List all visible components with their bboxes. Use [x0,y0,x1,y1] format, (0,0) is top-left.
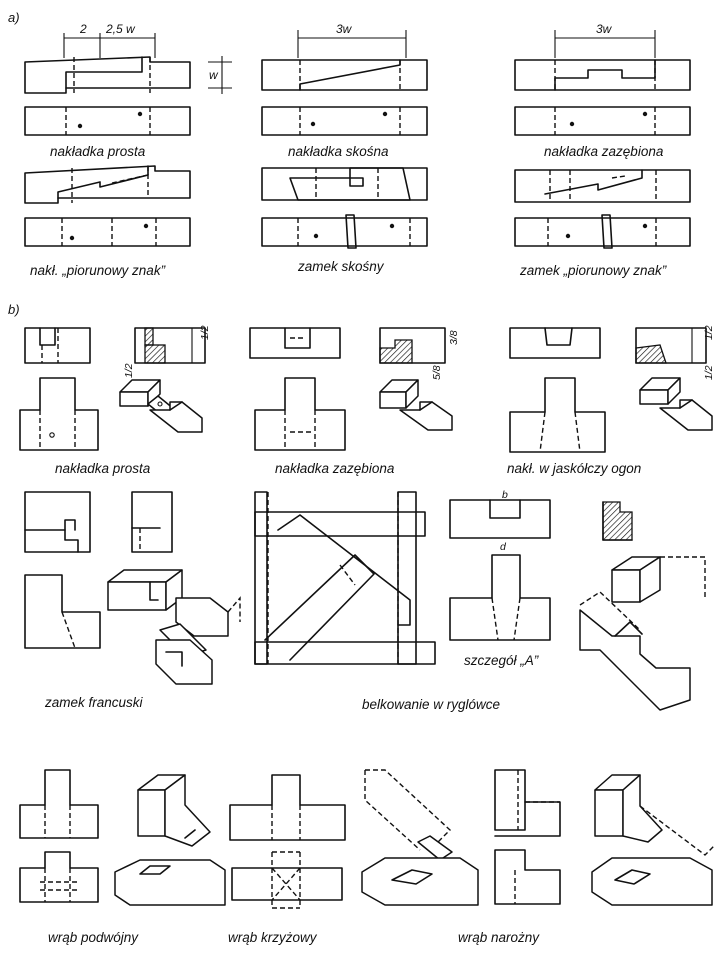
b1-straight-corner-lap: 1/2 1/2 nakładka prosta [19,325,211,476]
caption-b1: nakładka prosta [55,461,151,476]
b7-double-notch: wrąb podwójny [19,769,226,945]
dim-five-eighths: 5/8 [431,365,443,380]
caption-a3: nakładka zazębiona [544,144,664,159]
dim-3w-1: 3w [336,22,353,36]
a2-oblique-lap-joint: 3w nakładka skośna [261,22,428,159]
caption-a6: zamek „piorunowy znak” [519,263,667,278]
b5-half-timbered-framing: belkowanie w ryglówce [254,491,500,712]
caption-a1: nakładka prosta [50,144,146,159]
a5-oblique-scarf-lock: zamek skośny [261,167,428,274]
dim-w: w [209,68,219,82]
dim-3w-2: 3w [596,22,613,36]
a1-straight-lap-joint: 2 2,5 w w nakładka prosta [24,22,232,159]
dim-b-mark: b [502,489,508,501]
caption-a5: zamek skośny [297,259,385,274]
caption-a4: nakł. „piorunowy znak” [30,263,166,278]
caption-b4: zamek francuski [44,695,144,710]
dim-half-1: 1/2 [199,325,211,340]
dim-d-mark: d [500,541,507,553]
b4-french-lock: zamek francuski [24,491,241,710]
dim-2-5w: 2,5 w [105,22,136,36]
b3-dovetail-lap: 1/2 1/2 nakł. w jaskółczy ogon [507,325,715,476]
section-b-label: b) [8,302,20,317]
caption-b6: szczegół „A” [464,653,539,668]
caption-b3: nakł. w jaskółczy ogon [507,461,641,476]
caption-b2: nakładka zazębiona [275,461,395,476]
b6-detail-a: b d szczegół „A” [449,489,706,711]
caption-b7: wrąb podwójny [48,930,139,945]
b8-cross-notch: wrąb krzyżowy [228,774,346,945]
b2-toothed-corner-lap: 3/8 5/8 nakładka zazębiona [249,327,460,476]
dim-three-eighths: 3/8 [448,330,460,345]
dim-half-3: 1/2 [703,325,715,340]
a3-toothed-lap-joint: 3w nakładka zazębiona [514,22,691,159]
dim-half-2: 1/2 [123,363,135,378]
a6-lightning-scarf-lock: zamek „piorunowy znak” [514,169,691,278]
caption-b8: wrąb krzyżowy [228,930,318,945]
a4-lightning-lap-joint: nakł. „piorunowy znak” [24,165,191,278]
caption-b5: belkowanie w ryglówce [362,697,500,712]
dim-2: 2 [79,22,87,36]
dim-half-4: 1/2 [703,365,715,380]
caption-b9: wrąb narożny [458,930,540,945]
section-a-label: a) [8,10,20,25]
caption-a2: nakładka skośna [288,144,389,159]
b9-corner-notch: wrąb narożny [361,769,716,945]
